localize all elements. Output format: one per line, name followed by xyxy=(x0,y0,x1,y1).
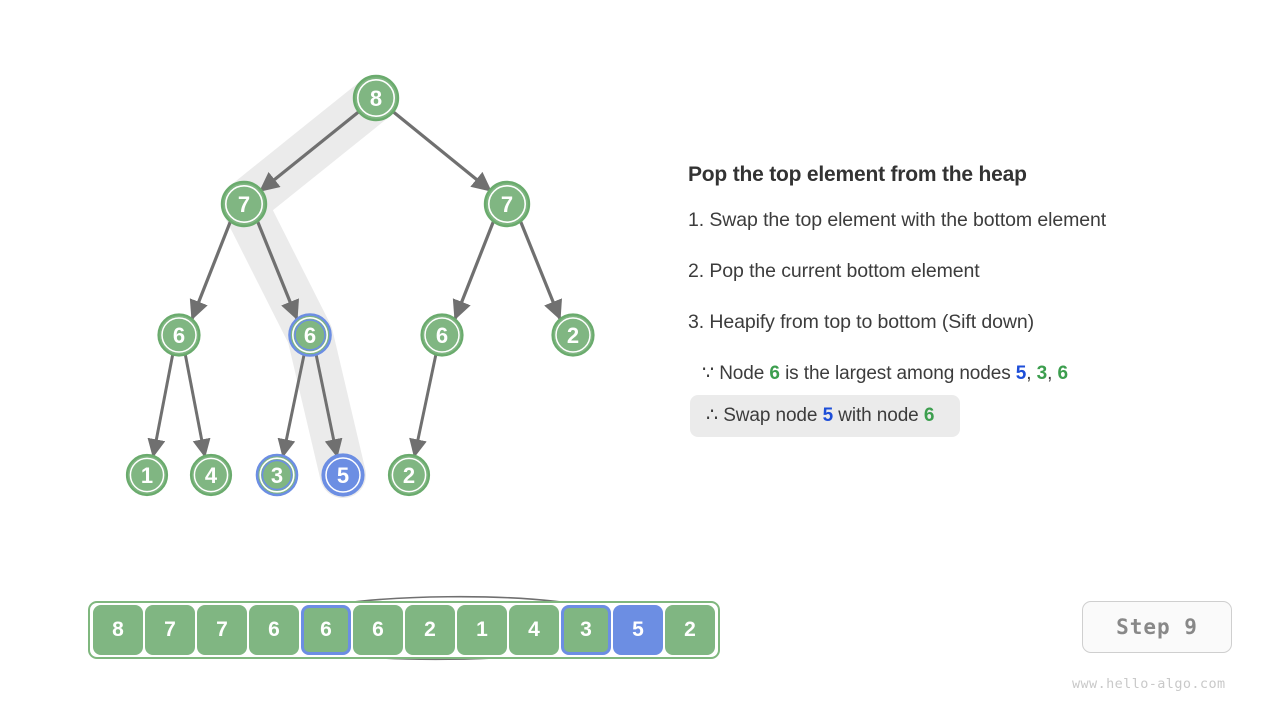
tree-node-label: 4 xyxy=(205,463,218,488)
tree-node-label: 3 xyxy=(271,463,283,488)
array-cell[interactable]: 2 xyxy=(405,605,455,655)
tree-node-5-selected[interactable]: 5 xyxy=(321,453,365,497)
tree-node-7-right[interactable]: 7 xyxy=(483,180,531,228)
tree-node-1[interactable]: 1 xyxy=(125,453,169,497)
tree-node-6-b[interactable]: 6 xyxy=(420,313,464,357)
tree-node-label: 7 xyxy=(238,192,250,217)
step-3-text: 3. Heapify from top to bottom (Sift down… xyxy=(688,311,1034,333)
step-1-text: 1. Swap the top element with the bottom … xyxy=(688,209,1107,231)
because-candidate-3: 6 xyxy=(1057,363,1068,384)
tree-node-label: 5 xyxy=(337,463,349,488)
therefore-line: ∴ Swap node 5 with node 6 xyxy=(690,395,961,437)
tree-node-label: 6 xyxy=(304,323,316,348)
tree-node-label: 1 xyxy=(141,463,153,488)
array-cell[interactable]: 7 xyxy=(145,605,195,655)
array-cell[interactable]: 4 xyxy=(509,605,559,655)
array-cell[interactable]: 6 xyxy=(353,605,403,655)
heap-array: 8 7 7 6 6 6 2 1 4 3 5 2 xyxy=(88,595,720,661)
therefore-symbol: ∴ xyxy=(706,405,718,426)
tree-node-2-b[interactable]: 2 xyxy=(387,453,431,497)
therefore-from-value: 5 xyxy=(822,405,834,426)
tree-node-label: 6 xyxy=(436,323,448,348)
array-cell-value: 6 xyxy=(268,618,280,641)
array-cell[interactable]: 7 xyxy=(197,605,247,655)
array-cell[interactable]: 1 xyxy=(457,605,507,655)
tree-node-6-a[interactable]: 6 xyxy=(157,313,201,357)
explanation-panel: Pop the top element from the heap 1. Swa… xyxy=(688,163,1248,443)
tree-node-4[interactable]: 4 xyxy=(189,453,233,497)
array-container: 8 7 7 6 6 6 2 1 4 3 5 2 xyxy=(88,601,720,659)
array-cell-value: 5 xyxy=(632,618,644,641)
because-candidate-1: 5 xyxy=(1015,363,1027,384)
array-cell-active[interactable]: 5 xyxy=(613,605,663,655)
array-cell-value: 7 xyxy=(216,618,228,641)
tree-node-3-selected[interactable]: 3 xyxy=(255,453,299,497)
array-cell-value: 6 xyxy=(372,618,384,641)
tree-node-8[interactable]: 8 xyxy=(352,74,400,122)
footer-url: www.hello-algo.com xyxy=(1072,676,1226,692)
therefore-middle: with node xyxy=(838,405,919,426)
because-candidate-2: 3 xyxy=(1036,363,1048,384)
array-cell-value: 4 xyxy=(528,618,540,641)
tree-node-6-selected[interactable]: 6 xyxy=(288,313,332,357)
because-line: ∵ Node 6 is the largest among nodes 5, 3… xyxy=(688,362,1248,385)
array-cell-value: 3 xyxy=(580,618,592,641)
because-middle: is the largest among nodes xyxy=(785,363,1011,384)
because-sep-2: , xyxy=(1047,363,1053,384)
array-cell-value: 2 xyxy=(424,618,436,641)
binary-heap-tree: 8 7 7 6 6 6 2 xyxy=(125,74,595,498)
array-cell-value: 7 xyxy=(164,618,176,641)
therefore-to-value: 6 xyxy=(923,405,935,426)
tree-node-7-left[interactable]: 7 xyxy=(220,180,268,228)
array-cell[interactable]: 8 xyxy=(93,605,143,655)
therefore-prefix: Swap node xyxy=(723,405,818,426)
array-cell-value: 8 xyxy=(112,618,124,641)
array-cell[interactable]: 2 xyxy=(665,605,715,655)
array-cell-value: 2 xyxy=(684,618,696,641)
array-cell[interactable]: 6 xyxy=(249,605,299,655)
because-sep-1: , xyxy=(1026,363,1032,384)
array-cell-selected[interactable]: 3 xyxy=(561,605,611,655)
tree-node-label: 2 xyxy=(403,463,415,488)
step-2-text: 2. Pop the current bottom element xyxy=(688,260,980,282)
sift-down-path-highlight xyxy=(221,75,399,498)
tree-edges xyxy=(147,110,562,458)
page-title: Pop the top element from the heap xyxy=(688,163,1027,186)
array-cell-selected[interactable]: 6 xyxy=(301,605,351,655)
because-node-value: 6 xyxy=(769,363,780,384)
tree-node-label: 6 xyxy=(173,323,185,348)
because-symbol: ∵ xyxy=(702,363,714,384)
array-cell-value: 6 xyxy=(320,618,332,641)
tree-node-label: 7 xyxy=(501,192,513,217)
tree-node-label: 2 xyxy=(567,323,579,348)
array-cell-value: 1 xyxy=(476,618,488,641)
tree-node-2-a[interactable]: 2 xyxy=(551,313,595,357)
step-badge: Step 9 xyxy=(1082,601,1232,653)
tree-node-label: 8 xyxy=(370,86,382,111)
because-prefix: Node xyxy=(719,363,765,384)
